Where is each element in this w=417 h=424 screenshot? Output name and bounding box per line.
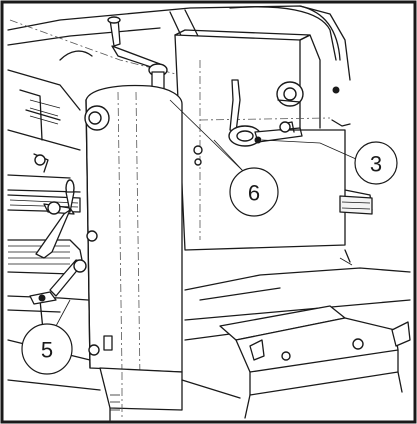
bottom-table: [7, 267, 411, 419]
callout-6: 6: [229, 167, 279, 217]
machine-body: [174, 29, 373, 266]
machine-housing: [7, 5, 351, 193]
callout-6-label: 6: [248, 181, 260, 206]
right-lever-assembly: [228, 79, 351, 147]
left-lever-handles: [29, 153, 87, 305]
callout-5-label: 5: [41, 338, 53, 363]
callout-3-label: 3: [370, 152, 382, 177]
callout-3: 3: [354, 141, 398, 185]
callout-5: 5: [21, 323, 73, 375]
leader-lines: [55, 99, 366, 327]
vertical-column: [84, 84, 203, 421]
